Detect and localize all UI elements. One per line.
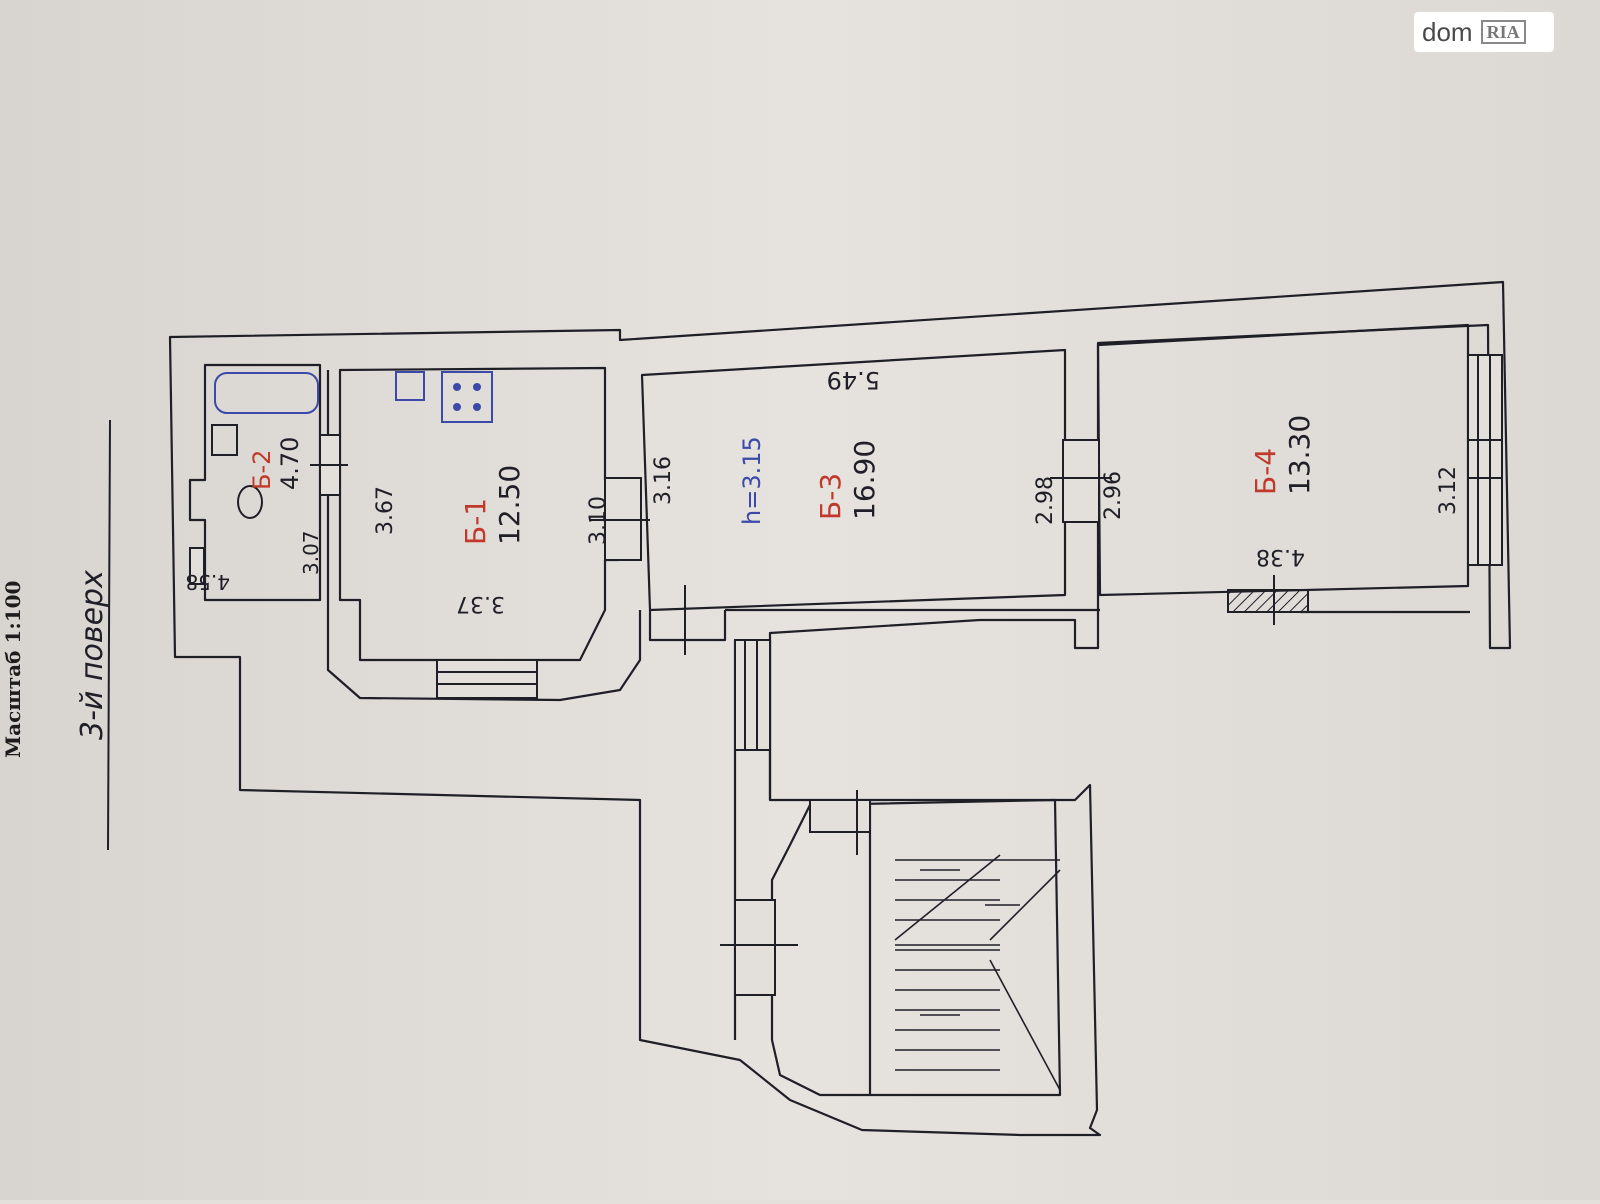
room-area: 4.70 (276, 437, 304, 490)
stair-steps (894, 854, 1061, 1091)
dim-298: 2.98 (1033, 476, 1058, 525)
dimensions: 4.58 3.07 3.67 3.37 3.10 3.16 5.49 2.98 … (185, 366, 1461, 616)
dim-307: 3.07 (299, 530, 323, 575)
domria-watermark: dom RIA (1414, 12, 1554, 52)
dim-296: 2.96 (1101, 471, 1126, 520)
room-area: 12.50 (493, 465, 526, 545)
room-b-3-label: Б-3 16.90 (814, 440, 881, 520)
floor-label-underline (107, 419, 111, 851)
dim-367: 3.67 (373, 486, 398, 535)
dim-458: 4.58 (185, 570, 230, 594)
room-b-2-label: Б-2 4.70 (248, 437, 304, 490)
dim-312: 3.12 (1436, 466, 1461, 515)
fixtures (211, 371, 493, 519)
dim-549: 5.49 (827, 366, 880, 394)
stove-icon (441, 371, 493, 423)
room-b-4-label: Б-4 13.30 (1249, 415, 1316, 495)
room-code: Б-2 (248, 450, 276, 490)
bathtub-icon (214, 372, 319, 414)
room-area: 13.30 (1283, 415, 1316, 495)
scale-label: Масштаб 1:100 (1, 581, 25, 758)
hatched-wall (1227, 589, 1309, 613)
watermark-brand: dom (1422, 16, 1473, 47)
dim-337: 3.37 (456, 591, 505, 616)
room-code: Б-1 (459, 498, 492, 545)
dim-310: 3.10 (586, 496, 611, 545)
room-code: Б-4 (1249, 448, 1282, 495)
floor-label: 3-й поверх (75, 570, 110, 740)
watermark-badge: RIA (1480, 20, 1526, 44)
room-area: 16.90 (848, 440, 881, 520)
sink-icon (211, 424, 238, 456)
dim-438: 4.38 (1256, 544, 1305, 569)
dim-316: 3.16 (651, 456, 676, 505)
ceiling-height: h=3.15 (738, 436, 766, 525)
room-code: Б-3 (814, 473, 847, 520)
toilet-icon (237, 485, 263, 519)
openings (189, 354, 1503, 996)
room-b-1-label: Б-1 12.50 (459, 465, 526, 545)
kitchen-sink-icon (395, 371, 425, 401)
